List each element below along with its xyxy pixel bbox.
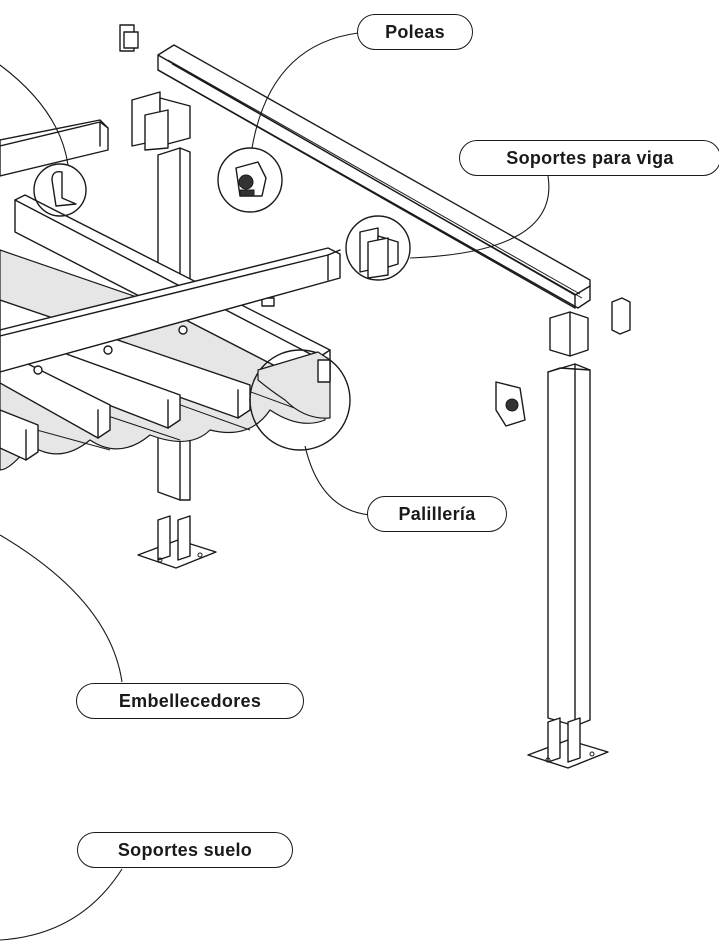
rear-beam-left [0,119,109,177]
leader-soportes-viga [409,175,550,259]
floor-support-front [527,717,609,769]
leader-clip [0,64,69,166]
end-cap [611,297,631,335]
guide-rail-top [157,44,591,309]
top-clip [119,24,139,52]
floor-support-rear [137,515,217,569]
label-palilleria: Palillería [367,496,507,532]
leader-embellecedores [0,534,123,683]
pulley-part [495,381,526,427]
label-soportes-suelo: Soportes suelo [77,832,293,868]
post-top-bracket [549,311,589,357]
leader-soportes-suelo [0,868,123,941]
leader-poleas [251,32,359,149]
label-poleas: Poleas [357,14,473,50]
detail-circle-slat-end [249,349,351,451]
label-embellecedores: Embellecedores [76,683,304,719]
label-soportes-para-viga: Soportes para viga [459,140,719,176]
detail-circle-pulley [217,147,283,213]
rear-bracket [131,91,191,151]
detail-circle-clip [33,163,87,217]
front-post [547,363,591,727]
front-beam [0,247,341,373]
detail-circle-beam-support [345,215,411,281]
leader-palilleria [304,445,371,516]
slat-carriers [33,297,275,375]
